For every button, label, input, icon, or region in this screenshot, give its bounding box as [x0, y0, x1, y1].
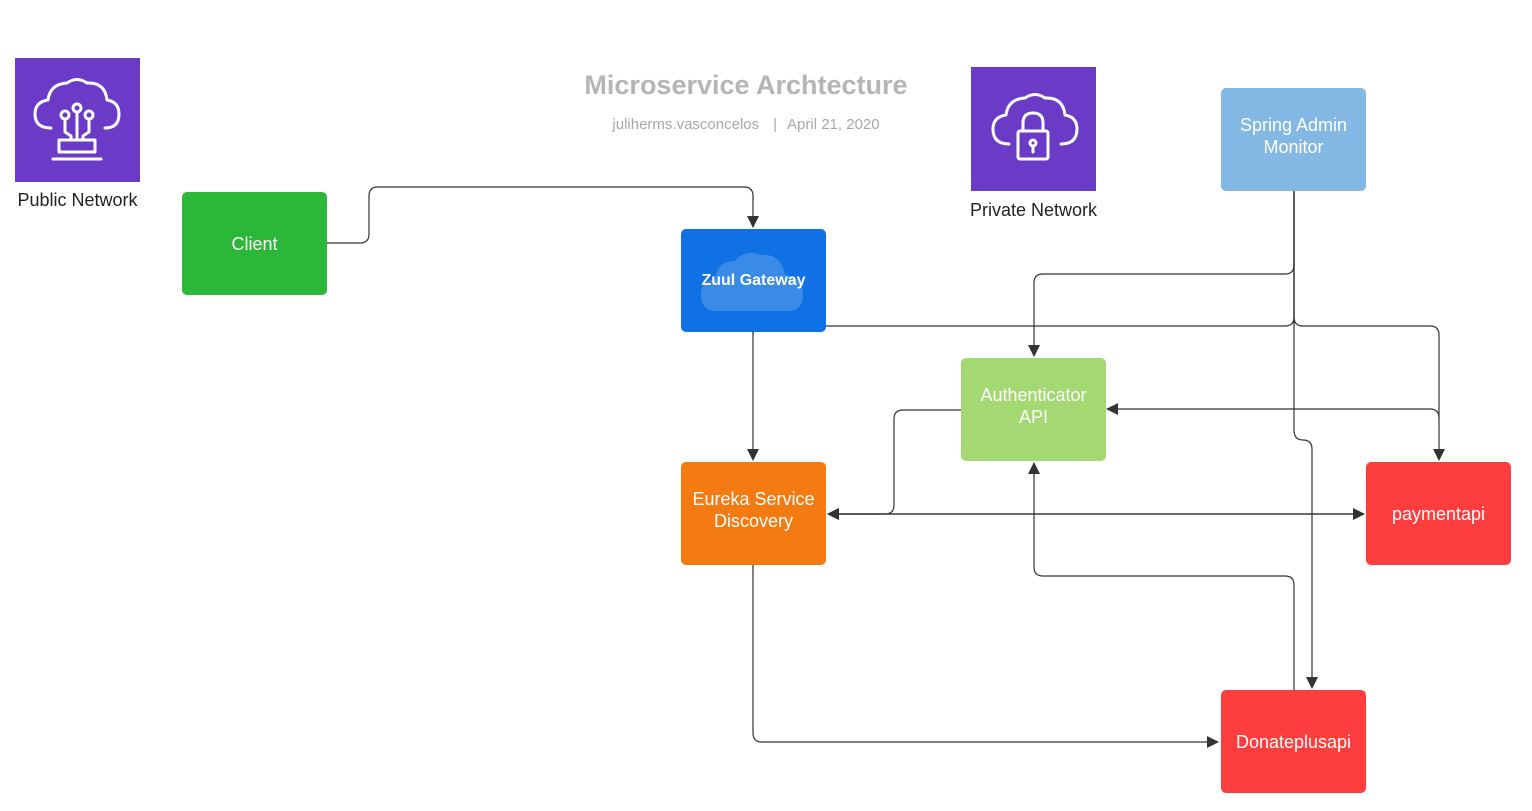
donateplusapi-label: Donateplusapi [1235, 731, 1352, 752]
eureka-service-discovery-label: Eureka Service Discovery [692, 489, 815, 531]
page-title: Microservice Archtecture [584, 70, 908, 100]
connector-admin-to-donateplus [1293, 191, 1318, 689]
diagram-subtitle: juliherms.vasconcelos | April 21, 2020 [546, 116, 946, 133]
authenticator-api-label: Authenticator API [980, 385, 1087, 427]
donateplusapi-node[interactable]: Donateplusapi [1221, 690, 1366, 793]
connector-eureka-to-donateplus [752, 565, 1219, 748]
spring-admin-node[interactable]: Spring Admin Monitor [1221, 88, 1366, 191]
authenticator-api-node[interactable]: Authenticator API [961, 358, 1106, 461]
cloud-lock-icon [991, 93, 1079, 161]
cloud-network-icon [33, 78, 121, 161]
paymentapi-node[interactable]: paymentapi [1366, 462, 1511, 565]
client-node[interactable]: Client [182, 192, 327, 295]
connector-client-to-zuul [327, 186, 759, 244]
connector-donateplus-to-authenticator [1028, 462, 1295, 690]
connector-payment-to-authenticator [1106, 403, 1440, 419]
zuul-gateway-node[interactable]: Zuul Gateway [681, 229, 826, 332]
private-network-tile [971, 67, 1096, 191]
subtitle-separator: | [773, 116, 778, 133]
paymentapi-label: paymentapi [1391, 503, 1486, 524]
public-network-tile [15, 58, 140, 182]
client-label: Client [231, 233, 278, 254]
connector-authenticator-to-eureka [827, 409, 961, 520]
spring-admin-label: Spring Admin Monitor [1239, 115, 1348, 157]
zuul-gateway-label: Zuul Gateway [701, 271, 806, 289]
cloud-icon [701, 253, 803, 311]
public-network-label: Public Network [17, 190, 138, 210]
diagram-date: April 21, 2020 [787, 116, 880, 133]
eureka-service-discovery-node[interactable]: Eureka Service Discovery [681, 462, 826, 565]
author-name: juliherms.vasconcelos [612, 116, 760, 133]
private-network-label: Private Network [969, 200, 1098, 220]
connector-admin-to-payment [1293, 191, 1445, 461]
